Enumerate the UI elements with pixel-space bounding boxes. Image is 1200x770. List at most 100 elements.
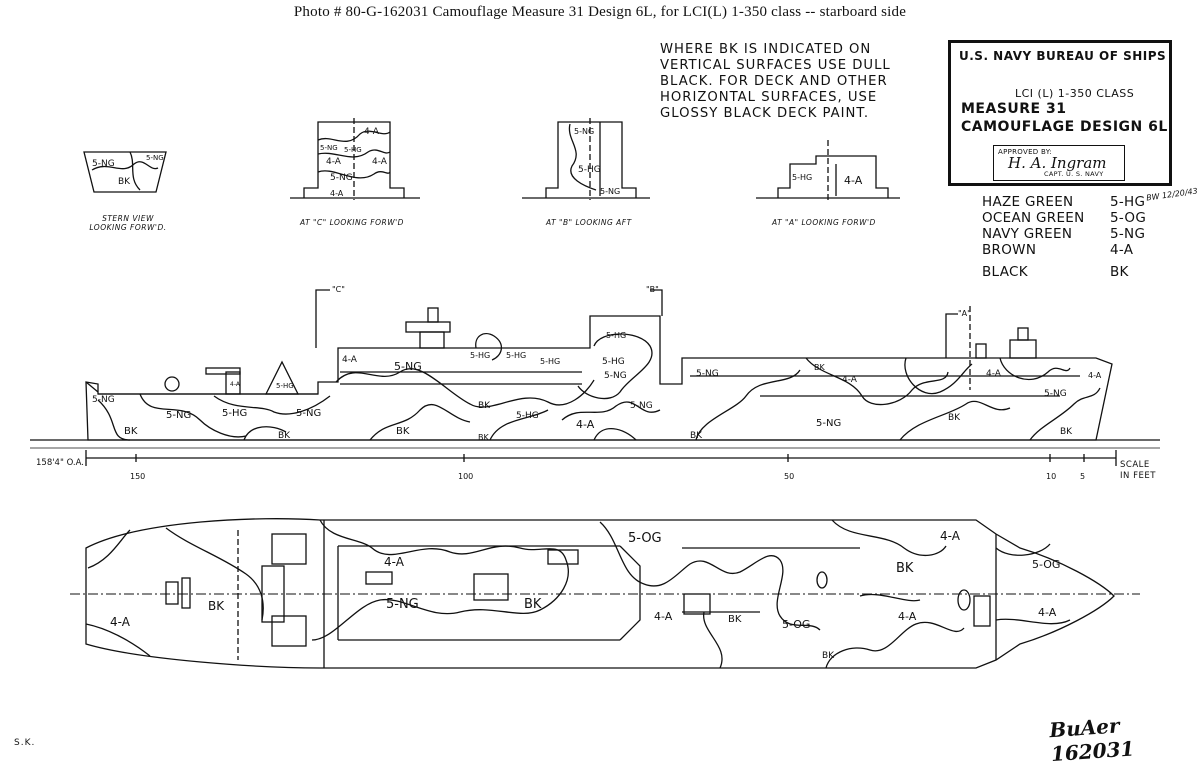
plan-label: 4-A xyxy=(940,529,961,543)
plan-label: 4-A xyxy=(898,610,917,623)
profile-label: BK xyxy=(1060,427,1073,437)
profile-label: 4-A xyxy=(986,369,1002,379)
section-label: 5-HG xyxy=(578,165,601,175)
profile-label: BK xyxy=(278,431,291,441)
plan-label: 5-OG xyxy=(782,618,810,631)
stern-label: BK xyxy=(118,177,131,187)
scale-tick: 5 xyxy=(1080,472,1085,481)
profile-label: BK xyxy=(948,413,961,423)
scale-label-line: SCALE xyxy=(1120,460,1150,470)
profile-label: 5-NG xyxy=(1044,389,1067,399)
section-mark-a: "A" xyxy=(958,309,971,318)
profile-label: BK xyxy=(478,433,489,442)
stern-view: 5-NG 5-NG BK xyxy=(83,151,167,193)
plan-label: BK xyxy=(208,599,225,613)
profile-label: 5-NG xyxy=(92,395,115,405)
section-b-view: 5-NG 5-HG 5-NG xyxy=(522,118,650,200)
section-label: 5-HG xyxy=(792,173,812,182)
section-label: 5-NG xyxy=(574,127,594,136)
legend-name: OCEAN GREEN xyxy=(982,210,1085,226)
legend-code: 5-NG xyxy=(1110,226,1146,242)
section-mark-b: "B" xyxy=(646,285,659,294)
profile-label: 5-NG xyxy=(296,408,321,419)
section-label: 5-NG xyxy=(600,187,620,196)
profile-view: 5-NG 5-NG 5-HG 5-NG BK BK BK BK 5-HG 4-A… xyxy=(30,289,1160,449)
profile-label: 5-HG xyxy=(470,351,490,360)
legend-name: BLACK xyxy=(982,264,1028,280)
scale-bar: 150 100 50 10 5 xyxy=(85,450,1117,481)
profile-label: 4-A xyxy=(1088,371,1102,380)
stern-label: 5-NG xyxy=(146,154,164,162)
profile-label: BK xyxy=(478,401,491,411)
profile-label: 4-A xyxy=(576,418,595,431)
profile-label: 5-HG xyxy=(506,351,526,360)
legend-name: HAZE GREEN xyxy=(982,194,1074,210)
ship-class: LCI (L) 1-350 CLASS xyxy=(1015,87,1135,100)
plan-label: 5-NG xyxy=(386,597,419,612)
note-line: GLOSSY BLACK DECK PAINT. xyxy=(660,106,870,121)
signature: H. A. Ingram xyxy=(1008,154,1107,172)
profile-label: 5-NG xyxy=(816,418,841,429)
profile-label: BK xyxy=(396,426,410,437)
profile-label: BK xyxy=(690,431,703,441)
photo-caption: Photo # 80-G-162031 Camouflage Measure 3… xyxy=(293,4,907,20)
profile-label: 5-NG xyxy=(394,360,422,373)
legend-name: BROWN xyxy=(982,242,1037,258)
view-b-caption: AT "B" LOOKING AFT xyxy=(546,218,632,227)
section-a-view: 5-HG 4-A xyxy=(756,140,900,200)
section-c-view: 4-A 5-HG 5-NG 4-A 4-A 5-NG 4-A xyxy=(290,118,420,200)
legend-code: 5-OG xyxy=(1110,210,1147,226)
plan-label: BK xyxy=(728,614,742,625)
profile-label: 5-NG xyxy=(166,410,191,421)
legend-code: 5-HG xyxy=(1110,194,1146,210)
legend-row: HAZE GREEN 5-HG xyxy=(982,194,1145,210)
section-label: 5-HG xyxy=(344,146,362,154)
section-label: 4-A xyxy=(326,157,342,167)
plan-label: 5-OG xyxy=(1032,558,1060,571)
approval-stamp: APPROVED BY: H. A. Ingram CAPT. U. S. NA… xyxy=(993,145,1125,181)
legend-code: 4-A xyxy=(1110,242,1134,258)
profile-label: 5-HG xyxy=(516,411,539,421)
plan-label: 4-A xyxy=(1038,606,1057,619)
scale-tick: 150 xyxy=(130,472,145,481)
scale-label: SCALE IN FEET xyxy=(1120,460,1156,482)
profile-label: 4-A xyxy=(342,355,358,365)
rank-label: CAPT. U. S. NAVY xyxy=(1044,170,1104,178)
section-label: 5-NG xyxy=(320,144,338,152)
profile-label: 5-NG xyxy=(696,369,719,379)
profile-label: 5-HG xyxy=(606,331,626,340)
legend-name: NAVY GREEN xyxy=(982,226,1073,242)
profile-label: 4-A xyxy=(230,381,241,388)
approved-by-label: APPROVED BY: xyxy=(998,148,1053,156)
scale-tick: 10 xyxy=(1046,472,1056,481)
section-mark-c: "C" xyxy=(332,285,345,294)
plan-label: 4-A xyxy=(384,555,405,569)
plan-label: BK xyxy=(822,651,835,661)
scale-tick: 100 xyxy=(458,472,473,481)
legend-row: BROWN 4-A xyxy=(982,242,1133,258)
section-label: 4-A xyxy=(372,157,388,167)
section-label: 5-NG xyxy=(330,173,353,183)
note-line: VERTICAL SURFACES USE DULL xyxy=(660,58,891,73)
plan-view: 4-A BK 4-A 5-NG BK 5-OG 4-A BK 4-A BK 5-… xyxy=(70,518,1140,669)
plan-label: BK xyxy=(524,597,542,612)
plan-label: 4-A xyxy=(110,615,131,629)
legend-row: OCEAN GREEN 5-OG xyxy=(982,210,1146,226)
caption-line: LOOKING FORW'D. xyxy=(89,223,167,232)
caption-line: STERN VIEW xyxy=(102,214,154,223)
profile-label: 5-HG xyxy=(222,408,247,419)
title-block: U.S. NAVY BUREAU OF SHIPS LCI (L) 1-350 … xyxy=(948,40,1172,186)
profile-label: 4-A xyxy=(842,375,858,385)
stern-label: 5-NG xyxy=(92,159,115,169)
plan-label: BK xyxy=(896,561,914,576)
note-line: BLACK. FOR DECK AND OTHER xyxy=(660,74,888,89)
profile-label: 5-NG xyxy=(604,371,627,381)
note-line: HORIZONTAL SURFACES, USE xyxy=(660,90,878,105)
measure-title: MEASURE 31 xyxy=(961,101,1067,117)
note-line: WHERE BK IS INDICATED ON xyxy=(660,42,872,57)
plan-label: 4-A xyxy=(654,610,673,623)
profile-label: 5-HG xyxy=(602,357,625,367)
organization: U.S. NAVY BUREAU OF SHIPS xyxy=(959,49,1167,63)
legend-row: NAVY GREEN 5-NG xyxy=(982,226,1145,242)
